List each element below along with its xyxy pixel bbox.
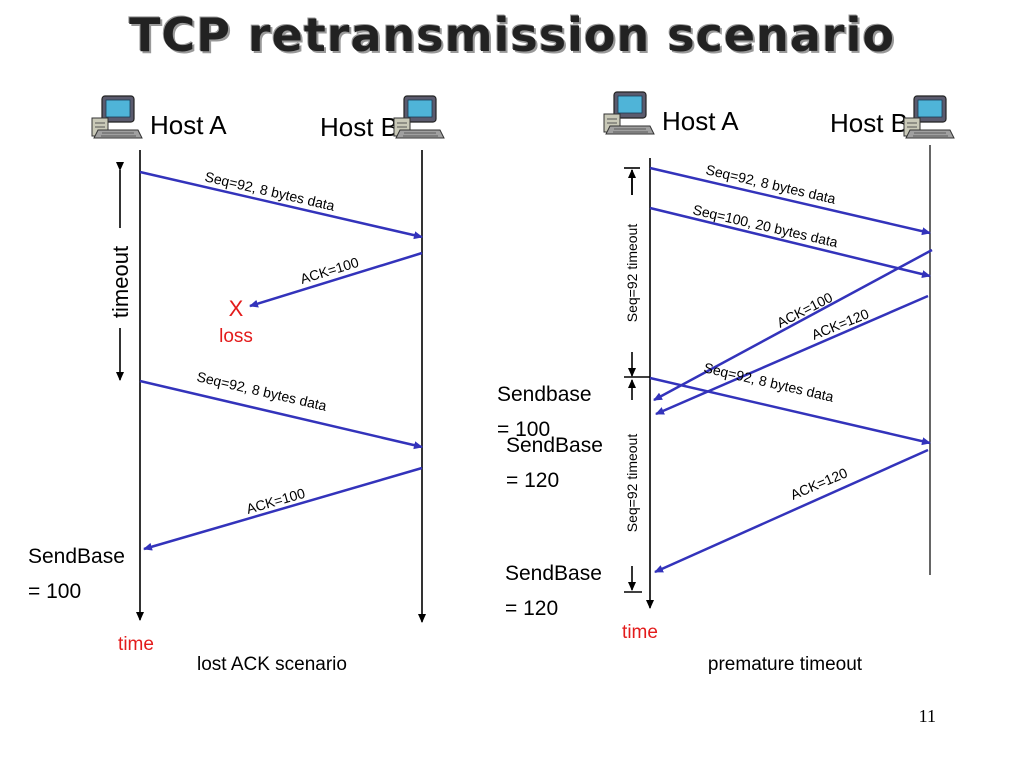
- right-sendbase2-line2: = 120: [506, 469, 559, 492]
- left-host-b-computer-icon: [393, 95, 445, 139]
- right-ack120-arrow: [655, 294, 929, 416]
- left-timeout-label-bg: [108, 228, 132, 328]
- left-sendbase-line2: = 100: [28, 580, 81, 603]
- right-host-b-label: Host B: [830, 108, 908, 138]
- right-seq92-arrow: [649, 166, 931, 236]
- right-sendbase1-line1: Sendbase: [497, 383, 592, 406]
- right-seq100-label: Seq=100, 20 bytes data: [691, 201, 839, 250]
- right-caption: premature timeout: [708, 654, 863, 675]
- left-seq92-retransmit-arrow: [139, 379, 423, 450]
- left-caption: lost ACK scenario: [197, 654, 347, 675]
- right-timeout2-label: Seq=92 timeout: [624, 434, 640, 533]
- right-sendbase3-line1: SendBase: [505, 562, 602, 585]
- left-host-b-label: Host B: [320, 112, 398, 142]
- right-seq92-retransmit-arrow: [649, 376, 931, 446]
- right-ack120-second-label: ACK=120: [788, 464, 850, 502]
- right-seq100-arrow: [649, 206, 931, 278]
- right-scenario: Host A Host B Seq=92 timeout Seq=92 time…: [497, 91, 955, 675]
- left-time-label: time: [118, 634, 154, 655]
- left-sendbase-line1: SendBase: [28, 545, 125, 568]
- left-host-a-computer-icon: [91, 95, 143, 139]
- right-timeout1-label: Seq=92 timeout: [624, 224, 640, 323]
- right-sendbase1-line2: = 100: [497, 418, 550, 441]
- right-time-label: time: [622, 622, 658, 643]
- left-scenario: Host A Host B timeout Seq=92, 8 bytes da…: [28, 95, 445, 675]
- left-loss-x-mark: X: [229, 296, 244, 321]
- left-host-a-label: Host A: [150, 110, 227, 140]
- right-ack100-arrow: [653, 248, 933, 402]
- right-ack120-second-arrow: [654, 448, 929, 574]
- left-seq92-retransmit-label: Seq=92, 8 bytes data: [195, 368, 328, 413]
- right-host-b-computer-icon: [903, 95, 955, 139]
- page-number: 11: [918, 706, 936, 726]
- left-ack100-label: ACK=100: [244, 485, 307, 517]
- right-host-a-label: Host A: [662, 106, 739, 136]
- left-ack100-arrow: [143, 466, 423, 551]
- right-sendbase2-line1: SendBase: [506, 434, 603, 457]
- left-timeout-label: timeout: [108, 246, 133, 318]
- right-host-a-computer-icon: [603, 91, 655, 135]
- left-loss-label: loss: [219, 326, 253, 347]
- slide-title: TCP retransmission scenario: [129, 8, 895, 62]
- right-sendbase3-line2: = 120: [505, 597, 558, 620]
- left-ack100-lost-arrow: [249, 251, 423, 308]
- left-seq92-arrow: [139, 170, 423, 240]
